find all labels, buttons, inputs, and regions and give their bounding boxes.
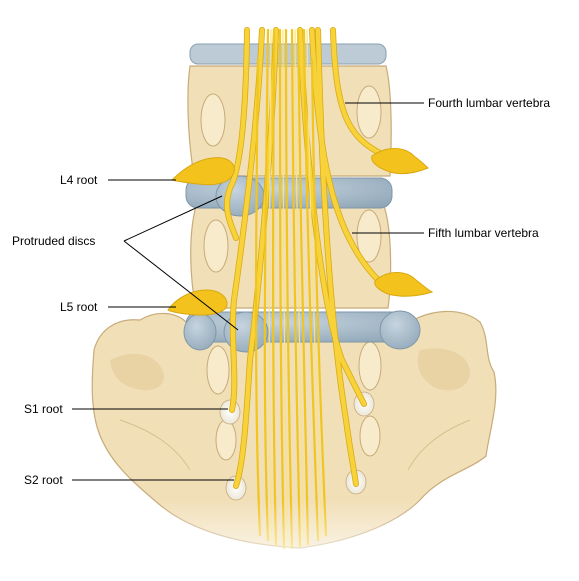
leader-protruded-upper xyxy=(123,195,223,242)
cauda-equina xyxy=(224,27,393,550)
nerve-ganglia xyxy=(167,148,434,316)
sacrum xyxy=(91,310,497,549)
sacral-pillars xyxy=(206,341,382,461)
top-disc xyxy=(189,43,387,65)
leader-lines xyxy=(72,102,424,481)
label-s2-root: S2 root xyxy=(24,473,63,487)
label-l4-root: L4 root xyxy=(60,173,98,187)
label-l5-root: L5 root xyxy=(60,300,98,314)
label-s1-root: S1 root xyxy=(24,402,63,416)
label-fourth-lumbar-vertebra: Fourth lumbar vertebra xyxy=(428,96,551,110)
bottom-fade xyxy=(0,500,579,581)
label-protruded-discs: Protruded discs xyxy=(12,234,96,248)
leader-protruded-lower xyxy=(123,240,239,331)
label-fifth-lumbar-vertebra: Fifth lumbar vertebra xyxy=(428,226,539,240)
